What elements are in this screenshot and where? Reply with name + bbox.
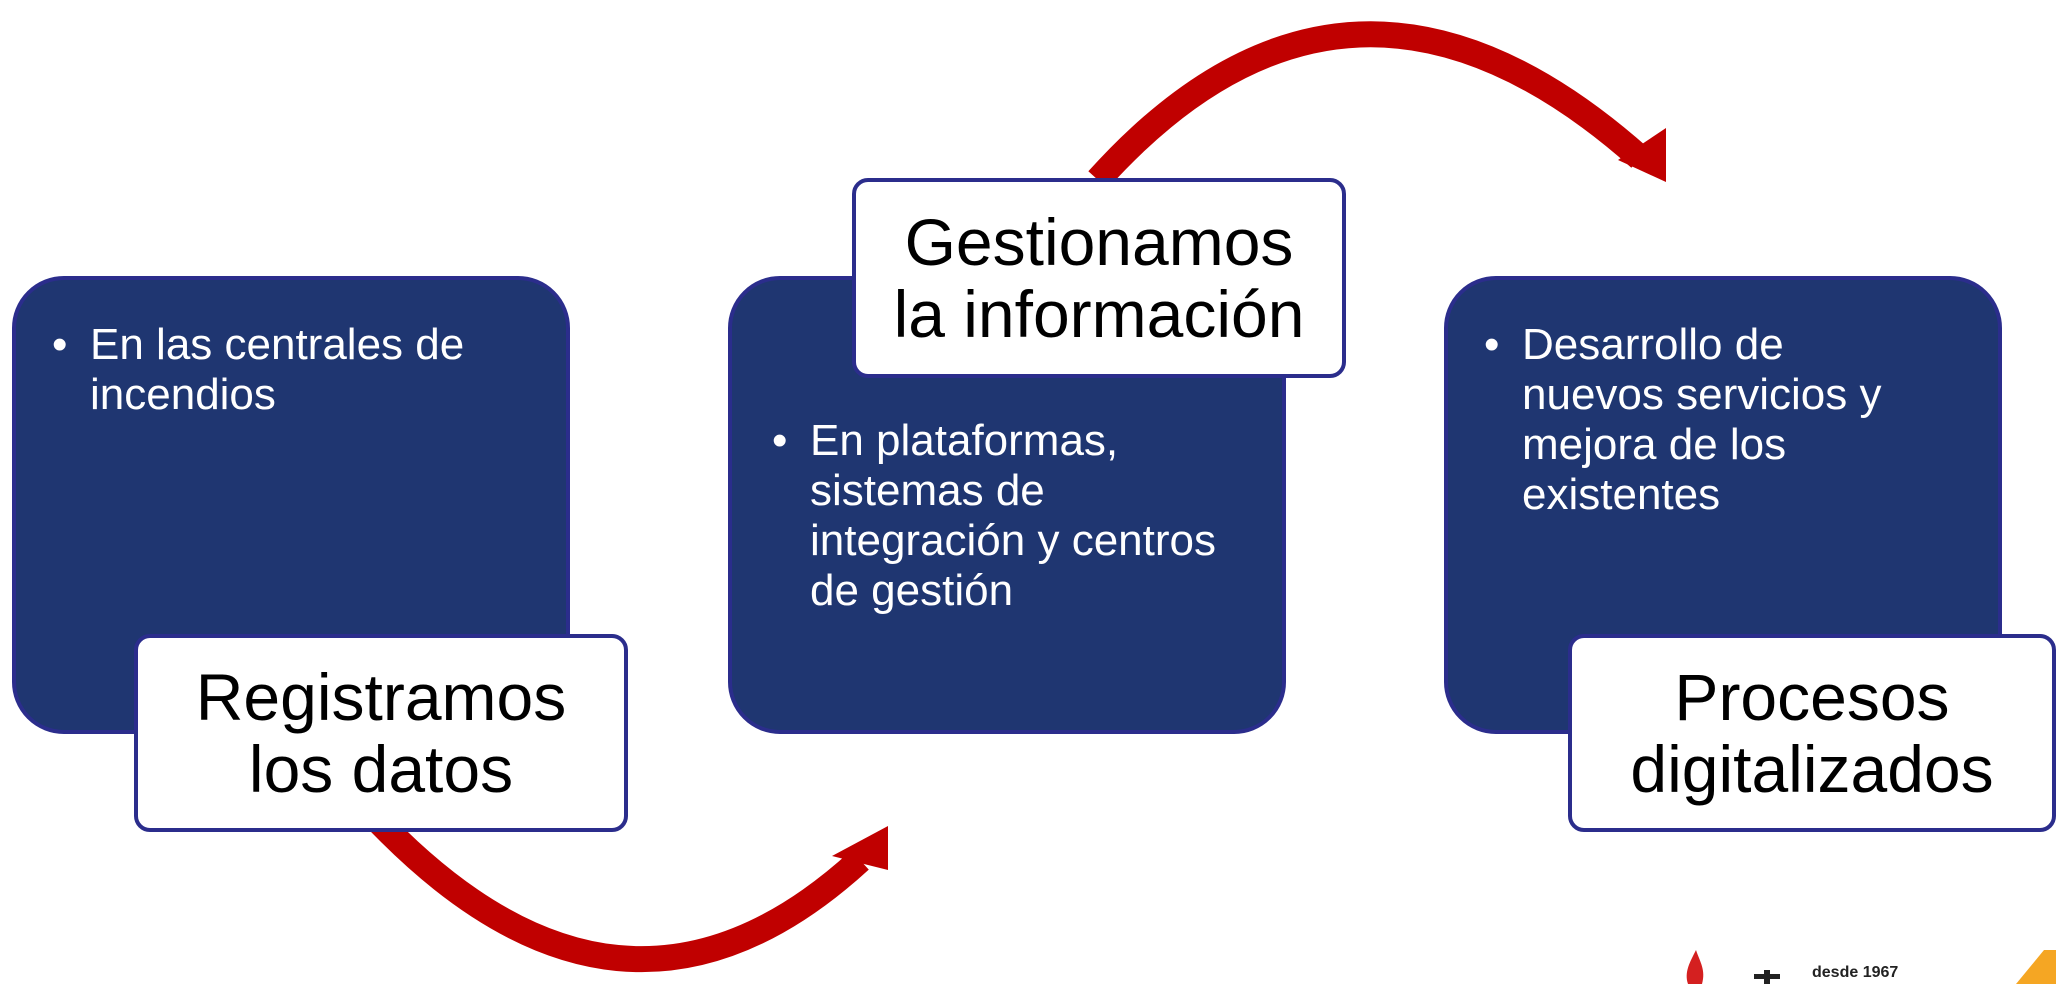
step3-bullet: Desarrollo de nuevos servicios y mejora … xyxy=(1484,320,1928,520)
step2-title-line2: la información xyxy=(893,277,1305,351)
arrow-step2-to-step3 xyxy=(1088,21,1649,189)
step3-title: Procesos digitalizados xyxy=(1568,634,2056,832)
step3-bullets: Desarrollo de nuevos servicios y mejora … xyxy=(1484,320,1928,520)
arrow-head-step3 xyxy=(1618,128,1666,182)
flame-icon xyxy=(1686,950,1704,984)
logo-tagline: desde 1967 xyxy=(1812,964,1899,981)
orange-shape-icon xyxy=(2016,950,2056,984)
step1-title-line2: los datos xyxy=(248,732,514,806)
step2-bullet: En plataformas, sistemas de integración … xyxy=(772,416,1232,616)
step3-title-line1: Procesos xyxy=(1674,660,1950,734)
arrow-head-step2 xyxy=(832,826,888,870)
step1-bullet: En las centrales de incendios xyxy=(52,320,536,420)
step2-bullets: En plataformas, sistemas de integración … xyxy=(772,416,1232,616)
step2-title-line1: Gestionamos xyxy=(904,205,1294,279)
company-logo xyxy=(1686,950,2056,984)
step3-title-line2: digitalizados xyxy=(1630,732,1994,806)
step1-title: Registramos los datos xyxy=(134,634,628,832)
step1-title-line1: Registramos xyxy=(195,660,567,734)
step1-bullets: En las centrales de incendios xyxy=(52,320,536,420)
logo-letter-mark xyxy=(1754,970,1780,984)
arrow-step1-to-step2 xyxy=(360,803,869,973)
step2-title: Gestionamos la información xyxy=(852,178,1346,378)
